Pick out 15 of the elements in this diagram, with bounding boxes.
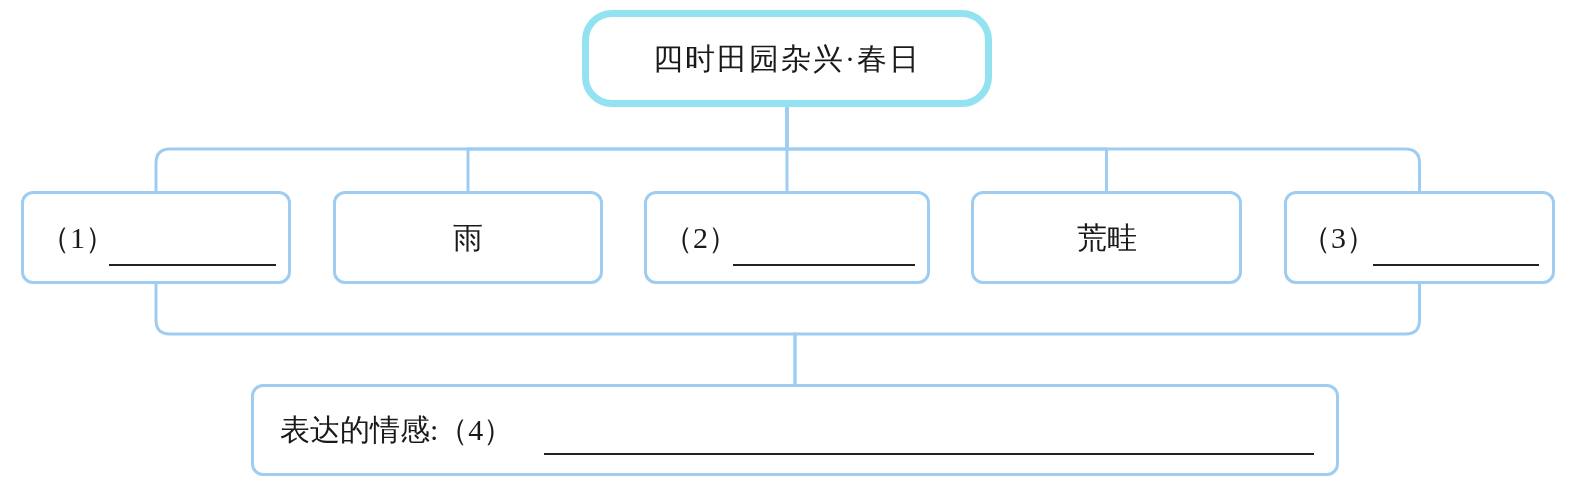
topic-box — [1284, 191, 1555, 284]
topic-box — [971, 191, 1242, 284]
topic-box — [333, 191, 603, 284]
box-label: 荒畦 — [1076, 219, 1137, 256]
box-label: 表达的情感:（4） — [280, 412, 514, 448]
topic-box — [21, 191, 291, 284]
topic-box — [644, 191, 930, 284]
box-label: 雨 — [453, 219, 483, 256]
connector-line — [793, 284, 1421, 384]
box-label: （1） — [40, 219, 115, 256]
box-label: （3） — [1301, 219, 1376, 256]
summary-box — [251, 384, 1339, 476]
title-text: 四时田园杂兴·春日 — [653, 40, 921, 77]
box-label: （2） — [663, 219, 738, 256]
title-box — [582, 10, 992, 107]
